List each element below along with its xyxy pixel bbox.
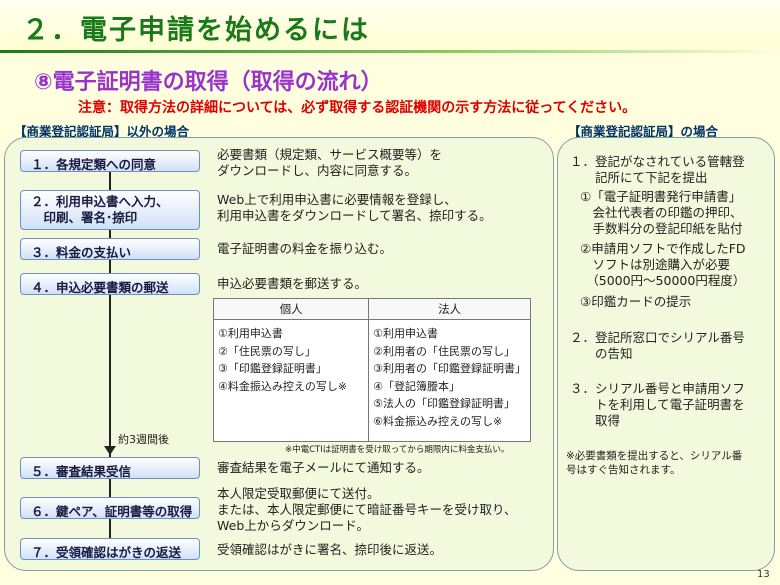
header-individual: 個人	[212, 298, 370, 320]
footnote-line: 号はすぐ告知されます。	[566, 464, 681, 476]
desc-line: Web上で利用申込書に必要情報を登録し、	[217, 192, 457, 207]
right-flow-panel	[557, 137, 775, 571]
right-item-1b: ②申請用ソフトで作成したFD ソフトは別途購入が必要 （5000円～50000円…	[580, 241, 746, 289]
page-title: ２．電子申請を始めるには	[22, 15, 370, 46]
header-corporate: 法人	[368, 298, 531, 320]
step-2-line-2: 印刷、署名･捺印	[31, 210, 138, 225]
step-7-box: ７．受領確認はがきの返送	[20, 538, 200, 560]
step-6-desc: 本人限定受取郵便にて送付。 または、本人限定郵便にて暗証番号キーを受け取り、 W…	[217, 486, 517, 534]
list-item: ④「登記簿謄本」	[373, 379, 460, 393]
desc-line: または、本人限定郵便にて暗証番号キーを受け取り、	[217, 502, 517, 517]
page-number: 13	[757, 569, 770, 580]
list-item: ①利用申込書	[373, 327, 438, 340]
list-item: ①利用申込書	[218, 327, 283, 340]
step-5-box: ５．審査結果受信	[20, 457, 200, 479]
list-item: ③「印鑑登録証明書」	[218, 362, 327, 375]
right-line: トを利用して電子証明書を	[570, 397, 745, 412]
right-line: ①「電子証明書発行申請書」	[580, 189, 742, 204]
table-footnote: ※中電CTIは証明書を受け取ってから期限内に料金支払い。	[285, 445, 510, 455]
step-7-desc: 受領確認はがきに署名、捺印後に返送。	[217, 542, 443, 557]
list-item: ⑥料金振込み控えの写し※	[373, 414, 503, 428]
corporate-docs-cell: ①利用申込書 ②利用者の「住民票の写し」 ③利用者の「印鑑登録証明書」 ④「登記…	[368, 319, 531, 442]
right-footnote: ※必要書類を提出すると、シリアル番 号はすぐ告知されます。	[566, 449, 742, 477]
right-item-1a: ①「電子証明書発行申請書」 会社代表者の印鑑の押印、 手数料分の登記印紙を貼付	[580, 189, 743, 237]
table-header-row: 個人 法人	[212, 298, 531, 320]
step-4-box: ４．申込必要書類の郵送	[20, 273, 200, 295]
right-line: 取得	[570, 413, 621, 428]
right-line: １．登記がなされている管轄登	[570, 154, 745, 169]
step-2-box: ２．利用申込書へ入力、 印刷、署名･捺印	[20, 190, 200, 230]
right-line: 記所にて下記を提出	[570, 170, 708, 185]
right-item-3: ３．シリアル番号と申請用ソフ トを利用して電子証明書を 取得	[570, 381, 745, 429]
required-documents-table: 個人 法人 ①利用申込書 ②「住民票の写し」 ③「印鑑登録証明書」 ④料金振込み…	[212, 298, 531, 442]
title-bar	[0, 0, 780, 52]
right-item-1: １．登記がなされている管轄登 記所にて下記を提出	[570, 154, 745, 186]
left-section-label: 【商業登記認証局】以外の場合	[14, 124, 190, 139]
footnote-line: ※必要書類を提出すると、シリアル番	[566, 450, 743, 462]
right-line: ３．シリアル番号と申請用ソフ	[570, 381, 745, 396]
desc-line: Web上からダウンロード。	[217, 518, 370, 533]
right-item-2: ２．登記所窓口でシリアル番号 の告知	[570, 330, 745, 362]
step-4-desc: 申込必要書類を郵送する。	[217, 276, 368, 291]
step-2-desc: Web上で利用申込書に必要情報を登録し、 利用申込書をダウンロードして署名、捺印…	[217, 192, 492, 224]
right-line: ソフトは別途購入が必要	[580, 257, 731, 272]
right-line: 会社代表者の印鑑の押印、	[580, 205, 743, 220]
step-1-box: １．各規定類への同意	[20, 150, 200, 172]
caution-note: 注意：取得方法の詳細については、必ず取得する認証機関の示す方法に従ってください。	[78, 100, 637, 116]
table-row: ①利用申込書 ②「住民票の写し」 ③「印鑑登録証明書」 ④料金振込み控えの写し※…	[212, 319, 531, 442]
right-line: ②申請用ソフトで作成したFD	[580, 241, 746, 256]
list-item: ③利用者の「印鑑登録証明書」	[373, 362, 526, 375]
title-underline	[0, 50, 780, 53]
right-section-label: 【商業登記認証局】の場合	[568, 124, 719, 139]
desc-line: 本人限定受取郵便にて送付。	[217, 486, 380, 501]
list-item: ②「住民票の写し」	[218, 344, 316, 358]
section-subtitle: ⑧電子証明書の取得（取得の流れ）	[34, 70, 383, 95]
step-3-desc: 電子証明書の料金を振り込む。	[217, 241, 393, 256]
list-item: ④料金振込み控えの写し※	[218, 379, 348, 393]
step-2-line-1: ２．利用申込書へ入力、	[31, 194, 169, 209]
flow-arrow-head	[104, 446, 116, 455]
interval-label: 約3週間後	[118, 433, 169, 446]
right-line: の告知	[570, 346, 633, 361]
right-line: （5000円～50000円程度）	[580, 273, 746, 288]
step-3-box: ３．料金の支払い	[20, 238, 200, 260]
right-item-1c: ③印鑑カードの提示	[580, 294, 692, 309]
step-1-desc: 必要書類（規定類、サービス概要等）を ダウンロードし、内容に同意する。	[217, 147, 442, 179]
step-6-box: ６．鍵ペア、証明書等の取得	[20, 497, 200, 519]
individual-docs-cell: ①利用申込書 ②「住民票の写し」 ③「印鑑登録証明書」 ④料金振込み控えの写し※	[212, 319, 370, 442]
list-item: ②利用者の「住民票の写し」	[373, 344, 515, 358]
right-line: 手数料分の登記印紙を貼付	[580, 221, 743, 236]
step-5-desc: 審査結果を電子メールにて通知する。	[217, 460, 430, 475]
flow-connector-line	[109, 169, 111, 556]
list-item: ⑤法人の「印鑑登録証明書」	[373, 397, 515, 410]
desc-line: ダウンロードし、内容に同意する。	[217, 163, 418, 178]
right-line: ２．登記所窓口でシリアル番号	[570, 330, 745, 345]
desc-line: 利用申込書をダウンロードして署名、捺印する。	[217, 208, 492, 223]
desc-line: 必要書類（規定類、サービス概要等）を	[217, 147, 443, 162]
